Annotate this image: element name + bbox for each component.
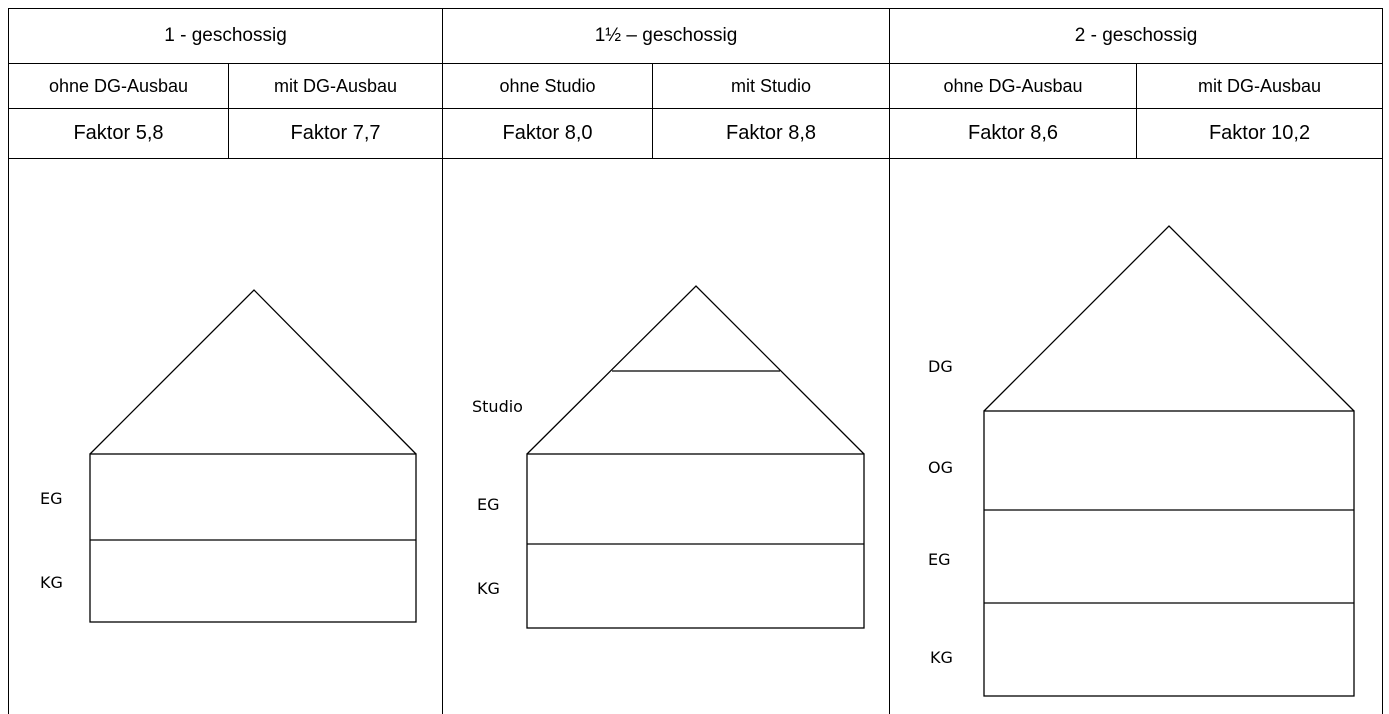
house-1-label-kg: KG bbox=[40, 573, 63, 592]
house-2-label-studio: Studio bbox=[472, 397, 523, 416]
house-1-geschossig: EG KG bbox=[40, 289, 417, 623]
header-1-geschossig: 1 - geschossig bbox=[7, 8, 444, 64]
house-3-roof bbox=[983, 225, 1355, 412]
house-2-geschossig: DG OG EG KG bbox=[928, 225, 1355, 697]
variant-ohne-dg-ausbau-1: ohne DG-Ausbau bbox=[8, 63, 229, 109]
drawing-cell-2 bbox=[442, 158, 891, 714]
factor-cell-2: Faktor 7,7 bbox=[227, 108, 444, 159]
factor-cell-6: Faktor 10,2 bbox=[1136, 108, 1384, 159]
header-row: 1 - geschossig 1½ – geschossig 2 - gesch… bbox=[7, 8, 1384, 64]
house-1-body bbox=[89, 453, 417, 623]
house-2-label-eg: EG bbox=[477, 495, 500, 514]
drawing-cell-3 bbox=[889, 158, 1384, 714]
factor-row: Faktor 5,8 Faktor 7,7 Faktor 8,0 Faktor … bbox=[8, 108, 1384, 159]
factor-cell-3: Faktor 8,0 bbox=[442, 108, 654, 159]
variant-mit-dg-ausbau-2: mit DG-Ausbau bbox=[1136, 63, 1384, 109]
house-2-label-kg: KG bbox=[477, 579, 500, 598]
geschoss-faktor-table: 1 - geschossig 1½ – geschossig 2 - gesch… bbox=[7, 8, 1384, 714]
variant-mit-dg-ausbau-1: mit DG-Ausbau bbox=[227, 63, 444, 109]
house-1-label-eg: EG bbox=[40, 489, 63, 508]
house-1-roof bbox=[89, 289, 417, 455]
house-3-label-eg: EG bbox=[928, 550, 951, 569]
drawing-row bbox=[7, 158, 1384, 714]
variant-mit-studio: mit Studio bbox=[652, 63, 891, 109]
factor-cell-5: Faktor 8,6 bbox=[889, 108, 1138, 159]
house-2-body bbox=[526, 453, 865, 629]
variant-ohne-studio: ohne Studio bbox=[442, 63, 654, 109]
house-3-label-og: OG bbox=[928, 458, 953, 477]
house-2-roof bbox=[526, 285, 865, 455]
variant-ohne-dg-ausbau-2: ohne DG-Ausbau bbox=[889, 63, 1138, 109]
factor-cell-1: Faktor 5,8 bbox=[8, 108, 229, 159]
factor-cell-4: Faktor 8,8 bbox=[652, 108, 891, 159]
drawing-cell-1 bbox=[7, 158, 444, 714]
header-1-5-geschossig: 1½ – geschossig bbox=[442, 8, 891, 64]
house-1-5-geschossig: Studio EG KG bbox=[472, 285, 865, 629]
house-3-label-kg: KG bbox=[930, 648, 953, 667]
house-3-body bbox=[983, 410, 1355, 697]
variant-row: ohne DG-Ausbau mit DG-Ausbau ohne Studio… bbox=[8, 63, 1384, 109]
house-3-label-dg: DG bbox=[928, 357, 953, 376]
